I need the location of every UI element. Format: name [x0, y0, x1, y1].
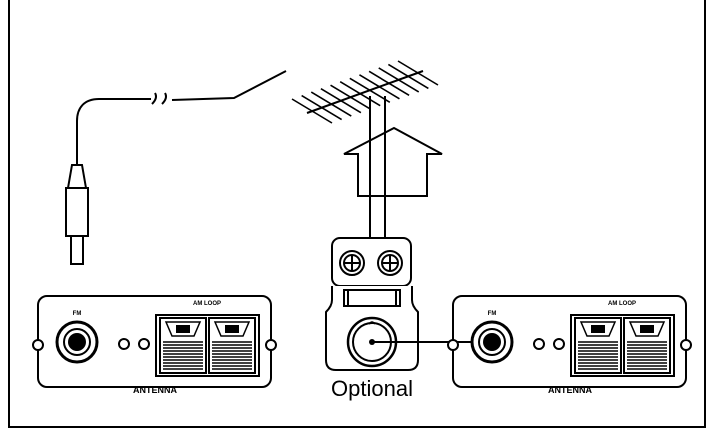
am-loop-label: AM LOOP: [608, 301, 636, 307]
antenna-element: [359, 74, 400, 100]
fm-wire-antenna: [65, 70, 287, 265]
am-spring-clip-right: [208, 317, 256, 374]
antenna-element: [301, 94, 343, 121]
fm-plug-pin: [70, 235, 84, 265]
antenna-element: [330, 84, 371, 110]
optional-label: Optional: [331, 376, 413, 401]
mount-hole: [447, 339, 459, 351]
am-spring-clip-left: [574, 317, 622, 374]
am-spring-clip-left: [159, 317, 207, 374]
indicator-dot: [533, 338, 545, 350]
cable-break-mark: [161, 92, 167, 105]
am-loop-label: AM LOOP: [193, 301, 221, 307]
indicator-dot: [118, 338, 130, 350]
fm-wire-cable: [76, 98, 151, 165]
antenna-element: [320, 87, 362, 114]
am-spring-clip-right: [623, 317, 671, 374]
mount-hole: [265, 339, 277, 351]
mount-hole: [32, 339, 44, 351]
antenna-boom: [306, 70, 424, 114]
antenna-element: [397, 60, 439, 86]
antenna-label: ANTENNA: [548, 385, 592, 395]
right-antenna-panel: FM AM LOOP ANTENNA: [447, 295, 692, 395]
screw-slot: [382, 255, 398, 271]
left-antenna-panel: FM AM LOOP ANTENNA: [32, 295, 277, 395]
fm-wire-lead: [171, 70, 287, 101]
fm-plug-body: [65, 187, 89, 237]
antenna-element: [349, 77, 391, 103]
indicator-dot: [553, 338, 565, 350]
diagram-frame: [8, 0, 706, 428]
antenna-element: [291, 98, 333, 124]
antenna-elements: [291, 60, 439, 124]
cable-break-mark: [151, 92, 157, 105]
fm-jack-socket: [68, 333, 86, 351]
adapter-recess: [343, 289, 401, 307]
antenna-element: [378, 67, 420, 93]
indicator-dot: [138, 338, 150, 350]
antenna-label: ANTENNA: [133, 385, 177, 395]
antenna-element: [339, 81, 381, 107]
antenna-element: [310, 91, 352, 117]
fm-plug-tip: [66, 164, 88, 189]
mount-hole: [680, 339, 692, 351]
house-icon: [343, 126, 443, 197]
antenna-element: [368, 70, 410, 97]
antenna-element: [387, 63, 429, 90]
fm-jack-socket: [483, 333, 501, 351]
screw-slot: [344, 255, 360, 271]
fm-label: FM: [488, 311, 497, 317]
optional-adapter: Optional: [325, 237, 419, 401]
fm-label: FM: [73, 311, 82, 317]
